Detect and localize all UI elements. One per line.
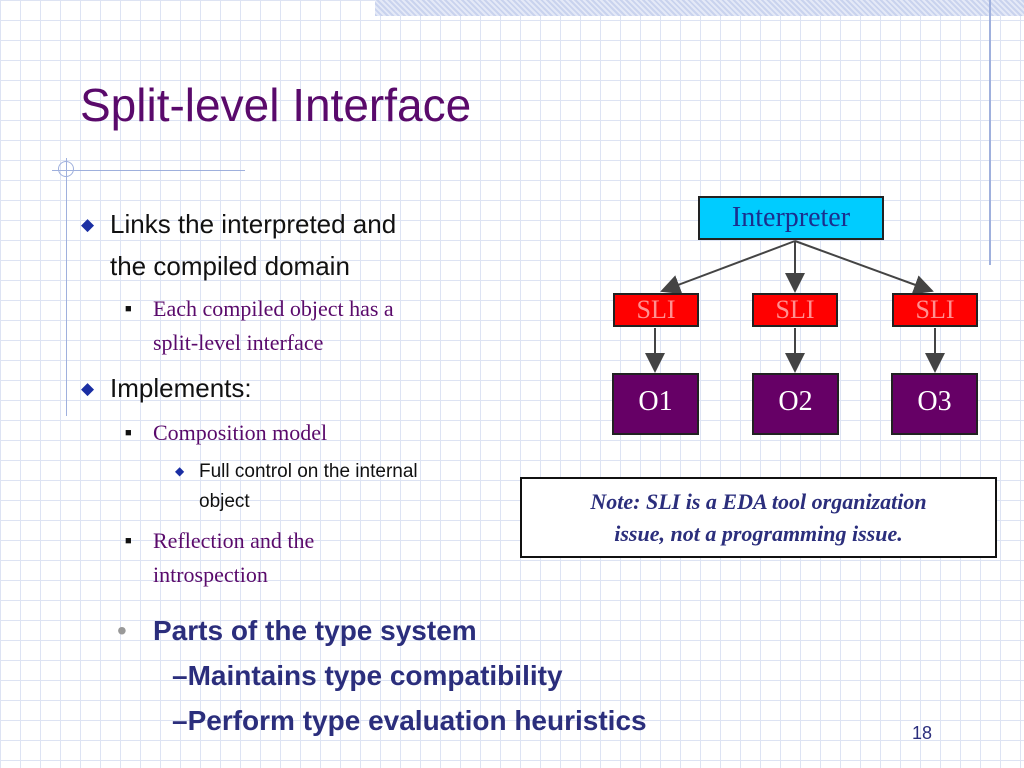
crosshair-ornament — [58, 161, 74, 177]
bullet-reflection: ■ Reflection and the introspection — [125, 524, 315, 592]
bullet-each-line1: Each compiled object has a — [153, 296, 394, 321]
title-underline — [52, 170, 245, 171]
bullet-full-control: ◆ Full control on the internal object — [175, 457, 418, 517]
bullet-implements: ◆ Implements: — [81, 367, 252, 409]
bullet-composition-text: Composition model — [153, 420, 328, 445]
object-box-o1: O1 — [612, 373, 699, 435]
note-line1: Note: SLI is a EDA tool organization — [590, 489, 927, 514]
bullet-links: ◆ Links the interpreted and the compiled… — [81, 203, 397, 287]
interpreter-box: Interpreter — [698, 196, 884, 240]
bullet-each-line2: split-level interface — [153, 330, 324, 355]
bullet-parts-text: Parts of the type system — [153, 615, 477, 646]
bullet-links-line2: the compiled domain — [110, 251, 350, 281]
bullet-each-compiled: ■ Each compiled object has a split-level… — [125, 292, 394, 360]
right-vertical-rule — [989, 0, 991, 265]
sli-box-2: SLI — [752, 293, 838, 327]
bullet-parts: • Parts of the type system — [117, 615, 477, 647]
diamond-bullet-icon: ◆ — [175, 464, 185, 478]
sli-box-1: SLI — [613, 293, 699, 327]
note-box: Note: SLI is a EDA tool organization iss… — [520, 477, 997, 558]
round-bullet-icon: • — [117, 615, 127, 646]
bullet-implements-text: Implements: — [110, 373, 252, 403]
diamond-bullet-icon: ◆ — [81, 215, 95, 234]
page-number: 18 — [912, 723, 933, 743]
bullet-reflection-line2: introspection — [153, 562, 268, 587]
bullet-full-control-line2: object — [199, 491, 250, 512]
diamond-bullet-icon: ◆ — [81, 379, 95, 398]
object-box-o3: O3 — [891, 373, 978, 435]
arrow-interpreter-sli-1 — [660, 240, 796, 295]
sub-bullet-perform: –Perform type evaluation heuristics — [172, 705, 647, 736]
square-bullet-icon: ■ — [125, 427, 132, 439]
bullet-full-control-line1: Full control on the internal — [199, 461, 418, 482]
bullet-composition: ■ Composition model — [125, 416, 328, 450]
note-line2: issue, not a programming issue. — [614, 521, 903, 546]
square-bullet-icon: ■ — [125, 535, 132, 547]
slide-title: Split-level Interface — [80, 79, 472, 131]
bullet-links-line1: Links the interpreted and — [110, 209, 397, 239]
square-bullet-icon: ■ — [125, 303, 132, 315]
left-vertical-rule — [66, 158, 67, 416]
sli-box-3: SLI — [892, 293, 978, 327]
top-decoration-bar — [375, 0, 1024, 16]
object-box-o2: O2 — [752, 373, 839, 435]
sub-bullet-maintains: –Maintains type compatibility — [172, 660, 563, 691]
arrow-interpreter-sli-3 — [794, 240, 934, 295]
bullet-reflection-line1: Reflection and the — [153, 528, 315, 553]
